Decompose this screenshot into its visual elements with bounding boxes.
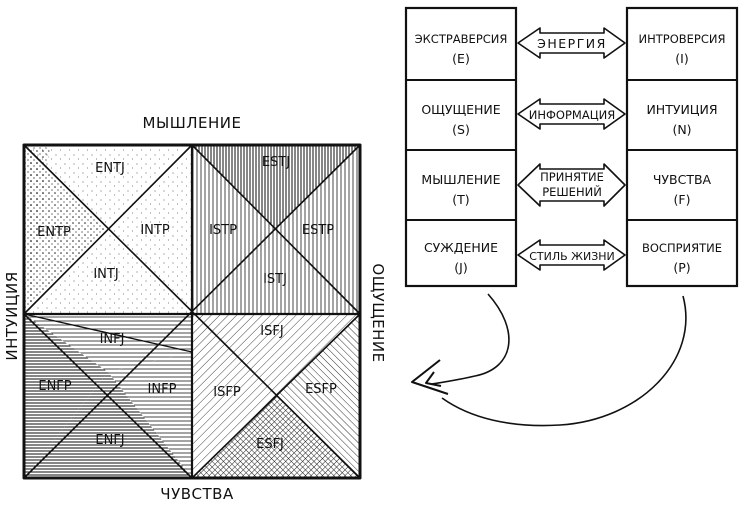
type-label-enfj: ENFJ — [95, 433, 124, 448]
region-isfp — [192, 314, 276, 478]
type-label-intj: INTJ — [93, 267, 118, 282]
right-name-1: ИНТРОВЕРСИЯ — [639, 32, 726, 46]
type-label-esfp: ESFP — [305, 382, 337, 397]
region-intj — [24, 229, 192, 314]
left-name-1: ЭКСТРАВЕРСИЯ — [415, 32, 508, 46]
region-istp — [192, 145, 276, 314]
type-label-intp: INTP — [140, 223, 169, 238]
region-intp — [108, 145, 192, 314]
arrow-label-1: ЭНЕРГИЯ — [537, 36, 607, 51]
axis-label-bottom: ЧУВСТВА — [160, 485, 234, 503]
region-esfp — [276, 314, 360, 478]
region-infj — [24, 314, 192, 372]
type-label-isfp: ISFP — [213, 385, 241, 400]
arrow-information — [517, 98, 626, 130]
type-label-entj: ENTJ — [95, 161, 125, 176]
arrow-decisions — [517, 163, 626, 207]
region-infp — [108, 352, 192, 478]
right-name-3: ЧУВСТВА — [653, 172, 712, 187]
region-isfj — [192, 314, 360, 396]
left-name-2: ОЩУЩЕНИЕ — [421, 102, 500, 117]
left-name-3: МЫШЛЕНИЕ — [421, 172, 500, 187]
arrow-label-3b: РЕШЕНИЙ — [542, 184, 602, 199]
right-column-frame — [625, 6, 739, 288]
type-label-istp: ISTP — [209, 223, 237, 238]
region-esfj — [192, 396, 360, 478]
region-left-edge-dots — [24, 145, 50, 314]
curve-from-right-column — [441, 295, 687, 427]
right-name-2: ИНТУИЦИЯ — [646, 102, 717, 117]
axis-label-top: МЫШЛЕНИЕ — [143, 114, 242, 132]
right-code-3: (F) — [674, 192, 691, 207]
arrow-label-4: СТИЛЬ ЖИЗНИ — [529, 250, 615, 263]
left-code-1: (E) — [452, 51, 470, 66]
left-name-4: СУЖДЕНИЕ — [424, 240, 498, 255]
left-column-frame — [404, 6, 518, 288]
type-label-isfj: ISFJ — [260, 324, 283, 339]
region-enfp — [24, 314, 108, 478]
type-label-estj: ESTJ — [262, 155, 290, 170]
region-estj — [192, 145, 360, 229]
type-label-estp: ESTP — [302, 223, 334, 238]
type-label-istj: ISTJ — [263, 272, 287, 287]
type-label-enfp: ENFP — [38, 379, 71, 394]
left-code-3: (T) — [452, 192, 469, 207]
right-code-1: (I) — [675, 51, 688, 66]
dichotomy-table: ЭКСТРАВЕРСИЯ (E) ЭНЕРГИЯ ИНТРОВЕРСИЯ (I)… — [404, 6, 739, 288]
right-name-4: ВОСПРИЯТИЕ — [642, 241, 722, 255]
axis-label-right: ОЩУЩЕНИЕ — [369, 263, 387, 362]
connector-arrows — [411, 293, 687, 427]
axis-label-left: ИНТУИЦИЯ — [3, 271, 21, 360]
arrow-label-2: ИНФОРМАЦИЯ — [529, 108, 615, 122]
type-label-esfj: ESFJ — [256, 437, 284, 452]
region-istj — [192, 229, 360, 314]
curve-from-left-column — [431, 293, 510, 385]
type-label-entp: ENTP — [37, 225, 71, 240]
arrow-lifestyle — [517, 239, 626, 271]
region-entj — [24, 145, 192, 229]
left-code-4: (J) — [454, 260, 467, 275]
region-enfj — [24, 372, 192, 478]
right-code-4: (P) — [673, 260, 690, 275]
arrow-head — [411, 359, 449, 395]
type-label-infj: INFJ — [100, 332, 125, 347]
type-square: МЫШЛЕНИЕ ЧУВСТВА ИНТУИЦИЯ ОЩУЩЕНИЕ ENTJ … — [3, 114, 387, 503]
arrow-label-3a: ПРИНЯТИЕ — [540, 170, 604, 184]
left-code-2: (S) — [452, 122, 470, 137]
type-label-infp: INFP — [148, 382, 177, 397]
arrow-energy — [517, 27, 626, 59]
arrows — [517, 27, 626, 271]
right-code-2: (N) — [672, 122, 691, 137]
region-estp — [276, 145, 360, 314]
